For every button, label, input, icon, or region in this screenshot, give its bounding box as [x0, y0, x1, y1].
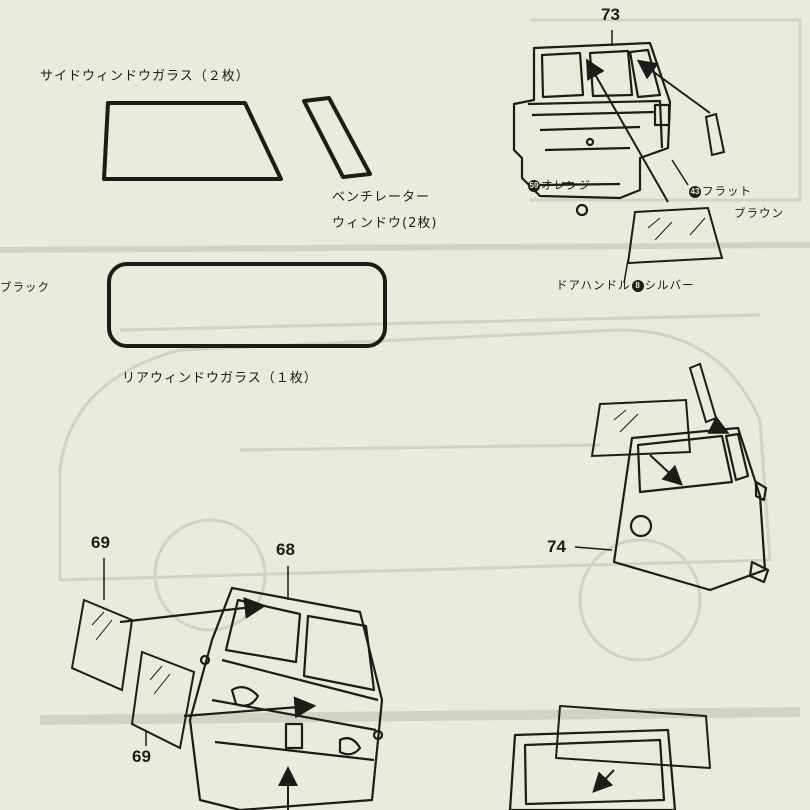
rear-window-glass	[107, 262, 387, 348]
side-door-74	[612, 426, 770, 592]
part-number-69-top: 69	[91, 533, 110, 552]
paint-number-badge: 43	[689, 185, 701, 198]
side-door-glass-74	[590, 398, 692, 458]
silver-text: シルバー	[644, 278, 695, 292]
paint-number-badge: 8	[631, 279, 644, 292]
paint-number-badge: 59	[528, 179, 540, 192]
side-window-label: サイドウィンドウガラス（２枚）	[40, 69, 250, 84]
brown-label: ブラウン	[734, 206, 784, 220]
rear-cab-glass-69	[70, 598, 196, 750]
flat-text: フラット	[702, 184, 752, 198]
part-number-74: 74	[547, 537, 566, 556]
door-handle-text: ドアハンドル	[556, 278, 631, 292]
orange-text: オレンジ	[541, 178, 591, 192]
ventilator-window-glass	[302, 96, 372, 179]
part-number-69-bottom: 69	[132, 747, 151, 766]
partial-rear-panel	[508, 705, 711, 810]
rear-cab-panel-68	[188, 586, 384, 810]
side-window-glass	[102, 101, 283, 181]
rear-panel-73	[512, 41, 672, 217]
part-number-73: 73	[601, 5, 620, 24]
black-color-label: ブラック	[0, 280, 50, 294]
ventilator-window-label-line1: ベンチレーター	[332, 190, 431, 205]
part-number-68: 68	[276, 540, 295, 559]
rear-door-glass-73	[626, 206, 724, 265]
ventilator-window-label-line2: ウィンドウ(2枚)	[332, 216, 438, 231]
rear-window-label: リアウィンドウガラス（１枚）	[122, 371, 318, 386]
